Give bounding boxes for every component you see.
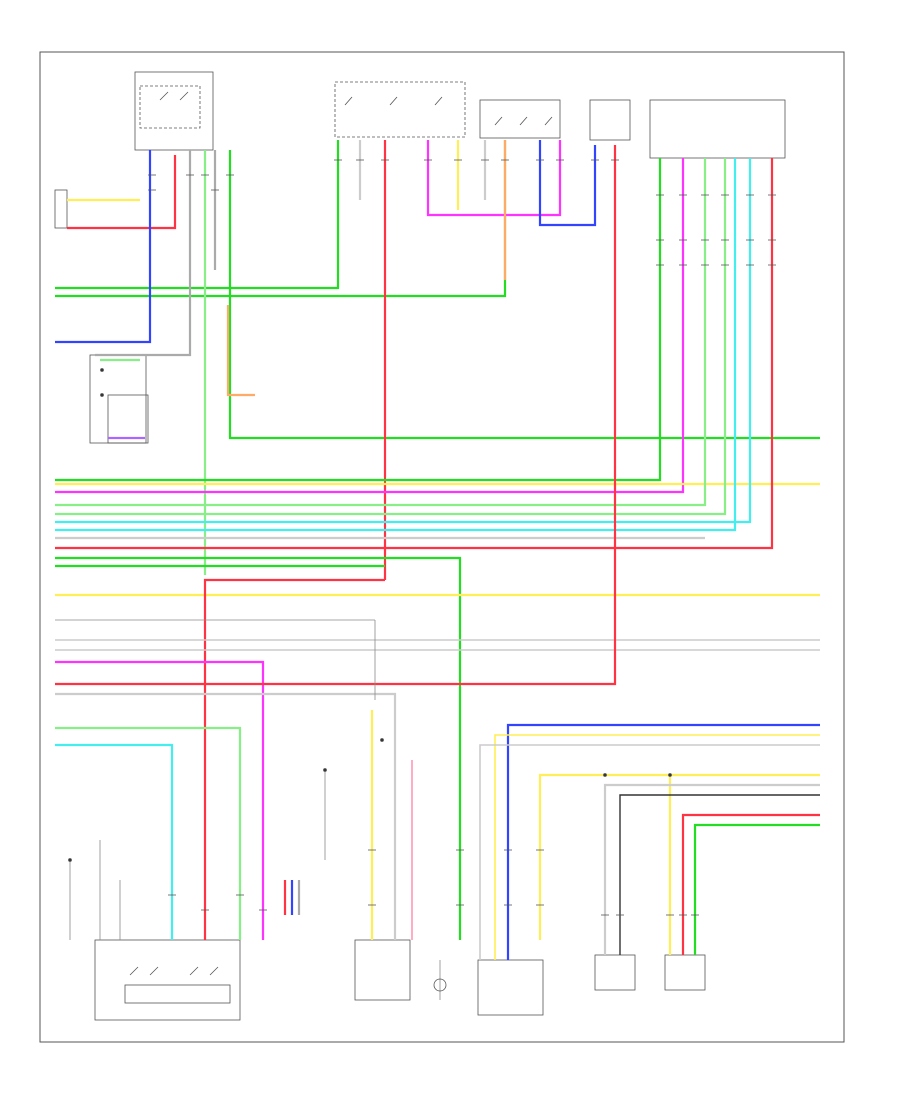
wire-red-left	[67, 155, 177, 230]
wire-green-right	[693, 823, 820, 955]
wire-red-down	[203, 578, 385, 940]
wire-yellow-right-2	[538, 773, 820, 940]
wire-green-bus-2	[55, 158, 727, 516]
wire-gray-vert	[95, 150, 192, 357]
wires	[55, 140, 820, 960]
connector-ticks	[148, 159, 776, 916]
schematic-lines	[55, 619, 441, 1000]
wire-gray-right-2	[603, 783, 820, 955]
wire-green-vert-b	[228, 150, 820, 440]
wire-gray-right	[479, 744, 820, 960]
component-outlines	[54, 71, 786, 1021]
wire-red-mid	[55, 145, 617, 686]
wire-green-bus-3	[55, 556, 462, 940]
wire-cyan-bus	[55, 158, 752, 524]
wire-gray-mid	[55, 692, 397, 940]
wire-green-1	[55, 140, 340, 290]
diagram-frame	[39, 51, 845, 1043]
wire-green-2	[55, 140, 507, 298]
wire-green-trans	[55, 726, 242, 940]
wire-red-right	[681, 813, 820, 955]
wire-magenta-bus	[55, 158, 685, 494]
wire-lightgreen-bus	[55, 158, 707, 507]
wire-magenta-mid	[55, 660, 265, 940]
wire-cyan-trans	[55, 743, 174, 940]
wire-blue-vert	[55, 150, 152, 344]
wire-orange-vert	[226, 305, 255, 397]
wire-red-bus	[55, 158, 774, 550]
wire-yellow-right	[494, 734, 820, 960]
wire-magenta-top	[426, 140, 562, 217]
wire-cyan-bus-2	[55, 158, 737, 532]
wire-blue-top	[538, 140, 597, 227]
switch-symbols	[68, 91, 672, 992]
wire-blue-right	[506, 723, 820, 960]
wire-black-right	[619, 794, 820, 955]
